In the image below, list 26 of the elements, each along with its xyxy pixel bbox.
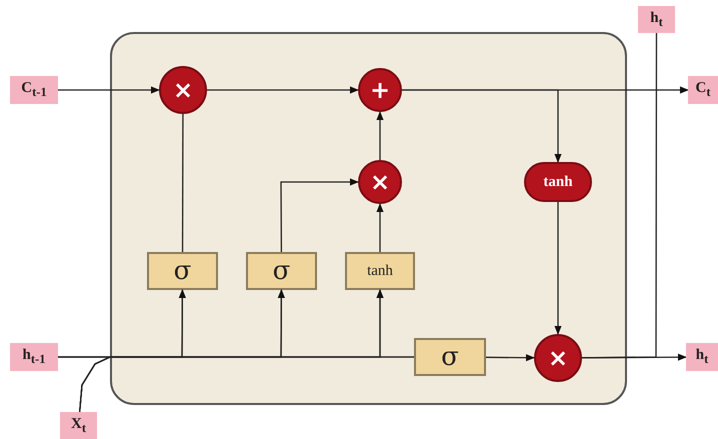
- gate-box: σ: [414, 338, 486, 376]
- connector-line: [79, 356, 414, 412]
- variable-label: h$_{t-1}$: [10, 343, 58, 371]
- operation-circle: ×: [159, 66, 207, 114]
- gate-box: tanh: [345, 252, 415, 290]
- operation-circle: ×: [534, 334, 582, 382]
- arrow: [207, 86, 359, 94]
- arrow: [486, 354, 535, 362]
- gate-box: σ: [147, 252, 218, 290]
- connector-line: [182, 114, 184, 252]
- variable-label: h$_{t}$: [686, 343, 718, 371]
- connector-line: [582, 33, 658, 358]
- arrow: [376, 203, 384, 252]
- variable-label: C$_{t}$: [688, 76, 718, 104]
- operation-circle: +: [358, 68, 402, 112]
- variable-label: C$_{t-1}$: [10, 76, 58, 104]
- arrow: [376, 111, 384, 160]
- variable-label: h$_{t}$: [638, 6, 675, 33]
- operation-circle: ×: [358, 160, 402, 204]
- arrow: [280, 178, 359, 252]
- arrow: [58, 86, 160, 94]
- arrow: [554, 202, 562, 335]
- variable-label: X$_{t}$: [60, 412, 97, 439]
- arrow: [402, 89, 562, 163]
- lstm-cell-box: [110, 32, 627, 405]
- gate-box: σ: [246, 252, 317, 290]
